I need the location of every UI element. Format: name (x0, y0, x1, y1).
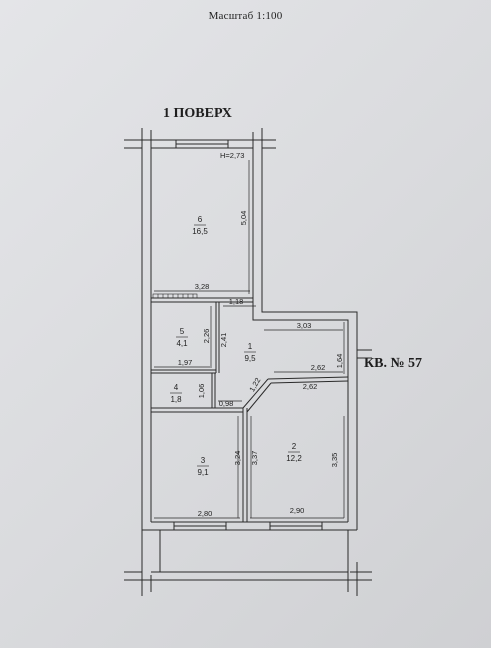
room-2-number: 2 (292, 442, 297, 451)
room-2-area: 12,2 (286, 454, 302, 463)
dim-corridor-length: 2,41 (219, 333, 228, 348)
interior-partitions (151, 297, 349, 522)
dim-partition-lower: 2,62 (303, 382, 318, 391)
radiator-hatch (152, 293, 198, 299)
dim-length-room-6: 5,04 (239, 211, 248, 226)
room-1-number: 1 (248, 342, 253, 351)
dim-diagonal-wall: 1,22 (247, 376, 262, 393)
dim-corridor-width: 1,18 (229, 297, 244, 306)
room-5-number: 5 (180, 327, 185, 336)
ceiling-height: H=2,73 (220, 151, 244, 160)
dim-room-5-width: 1,97 (178, 358, 193, 367)
apartment-label: КВ. № 57 (364, 356, 423, 371)
dim-hall-depth: 1,64 (335, 354, 344, 369)
wall-ticks (124, 128, 372, 596)
loggia (151, 530, 349, 573)
windows (173, 139, 323, 531)
dim-width-room-6: 3,28 (195, 282, 210, 291)
dim-room-3-length: 3,24 (233, 451, 242, 466)
room-3-area: 9,1 (197, 468, 209, 477)
dimension-lines (154, 160, 345, 519)
scale-label: Масштаб 1:100 (208, 10, 283, 22)
dim-door-width: 0,98 (219, 399, 234, 408)
dim-partition-upper: 2,62 (311, 363, 326, 372)
room-1-area: 9,5 (244, 354, 256, 363)
dim-room-2-left-length: 3,37 (250, 451, 259, 466)
dim-hall-width: 3,03 (297, 321, 312, 330)
dim-room-2-right-length: 3,35 (330, 453, 339, 468)
dim-room-4-length: 1,06 (197, 384, 206, 399)
room-6-number: 6 (198, 215, 203, 224)
room-5-area: 4,1 (176, 339, 188, 348)
room-6-area: 16,5 (192, 227, 208, 236)
floor-title: 1 ПОВЕРХ (163, 106, 232, 121)
room-4-area: 1,8 (170, 395, 182, 404)
room-4-number: 4 (174, 383, 179, 392)
dim-room-5-length: 2,26 (202, 329, 211, 344)
room-3-number: 3 (201, 456, 206, 465)
dim-room-2-width: 2,90 (290, 506, 305, 515)
dim-room-3-width: 2,80 (198, 509, 213, 518)
